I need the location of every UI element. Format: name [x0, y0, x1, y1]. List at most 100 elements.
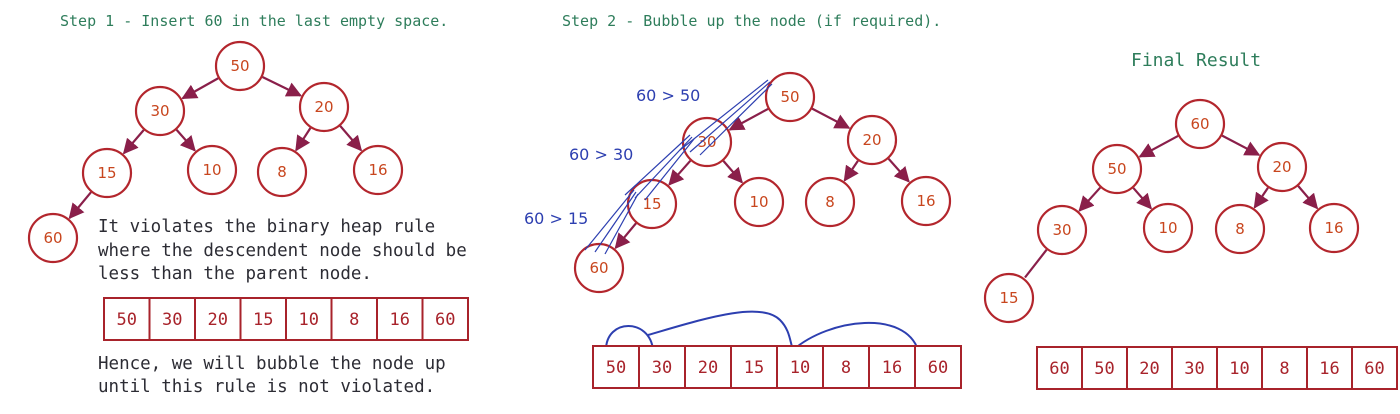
- step1-node: 16: [352, 144, 404, 196]
- final-array-cell: [1126, 346, 1173, 390]
- final-node-label: 8: [1235, 220, 1245, 238]
- final-array-value: 16: [1319, 359, 1339, 379]
- step2-array-value: 16: [882, 358, 902, 378]
- step1-array-value: 10: [299, 310, 319, 330]
- step2-node: 10: [733, 176, 785, 228]
- step2-array-value: 8: [841, 358, 851, 378]
- step1-title: Step 1 - Insert 60 in the last empty spa…: [60, 12, 448, 30]
- step1-node-label: 10: [202, 161, 221, 179]
- final-array-value: 8: [1279, 359, 1289, 379]
- final-edge-50-to-10: [1132, 187, 1153, 210]
- final-edge-60-to-50: [1138, 134, 1179, 158]
- step1-edge-20-to-8: [295, 127, 312, 152]
- step2-node-circle: [804, 176, 856, 228]
- step2-edge-20-to-8: [843, 160, 859, 182]
- step1-node: 20: [298, 81, 350, 133]
- final-array-value: 60: [1364, 359, 1384, 379]
- final-node-label: 10: [1158, 219, 1177, 237]
- step1-array-value: 50: [117, 310, 137, 330]
- step1-node-circle: [81, 147, 133, 199]
- final-array-value: 50: [1094, 359, 1114, 379]
- comparison-line-2b: [634, 136, 693, 199]
- final-node: 60: [1174, 98, 1226, 150]
- comparison-line-1: [679, 79, 769, 151]
- final-node-circle: [1214, 203, 1266, 255]
- comparison-line-3c: [604, 193, 639, 255]
- step2-array-cell: [914, 345, 962, 389]
- step1-array-cell: [421, 297, 469, 341]
- comparison-line-1c: [699, 83, 773, 156]
- step1-node-circle: [352, 144, 404, 196]
- comparison-line-3: [584, 189, 635, 251]
- final-array-value: 10: [1229, 359, 1249, 379]
- step2-node-label: 16: [916, 192, 935, 210]
- comparison-line-1b: [689, 81, 771, 153]
- comparison-label-60-gt-30: 60 > 30: [569, 145, 633, 164]
- step2-node-circle: [573, 242, 625, 294]
- step1-array-value: 8: [349, 310, 359, 330]
- step1-node: 30: [134, 85, 186, 137]
- step2-title: Step 2 - Bubble up the node (if required…: [562, 12, 941, 30]
- final-node-label: 20: [1272, 158, 1291, 176]
- step2-node: 8: [804, 176, 856, 228]
- violation-note-line-1: It violates the binary heap rule: [98, 217, 435, 237]
- final-node-label: 60: [1190, 115, 1209, 133]
- comparison-line-2c: [644, 138, 695, 201]
- step2-node-label: 30: [697, 133, 716, 151]
- step2-array-value: 60: [928, 358, 948, 378]
- step1-node-circle: [186, 144, 238, 196]
- step2-node-circle: [764, 71, 816, 123]
- final-array-cell: [1306, 346, 1353, 390]
- step1-node-label: 16: [368, 161, 387, 179]
- step2-node: 60: [573, 242, 625, 294]
- step1-node-label: 50: [230, 57, 249, 75]
- step1-array-cell: [330, 297, 378, 341]
- step1-node-circle: [27, 212, 79, 264]
- step1-edge-30-to-10: [175, 129, 196, 152]
- final-edge-20-to-8: [1253, 187, 1269, 209]
- step2-array-cell: [638, 345, 686, 389]
- step1-array-value: 30: [162, 310, 182, 330]
- step2-node: 15: [626, 178, 678, 230]
- swap-curve-30-10: [647, 310, 794, 351]
- step1-array-value: 20: [208, 310, 228, 330]
- final-array-cell: [1261, 346, 1308, 390]
- step1-array-cell: [194, 297, 242, 341]
- final-node: 15: [983, 272, 1035, 324]
- final-node-circle: [1256, 141, 1308, 193]
- step1-node: 8: [256, 146, 308, 198]
- final-array-value: 20: [1139, 359, 1159, 379]
- final-edge-50-to-30: [1078, 186, 1102, 212]
- step1-node-label: 60: [43, 229, 62, 247]
- step2-edge-50-to-20: [811, 107, 851, 129]
- violation-note-line-3: less than the parent node.: [98, 264, 372, 284]
- final-node: 8: [1214, 203, 1266, 255]
- step1-node-circle: [214, 40, 266, 92]
- step1-node-circle: [256, 146, 308, 198]
- final-node: 50: [1091, 143, 1143, 195]
- step1-array-value: 60: [435, 310, 455, 330]
- step2-array-value: 15: [744, 358, 764, 378]
- final-node-circle: [1091, 143, 1143, 195]
- final-node-circle: [1142, 202, 1194, 254]
- step2-array-value: 50: [606, 358, 626, 378]
- final-array-cell: [1036, 346, 1083, 390]
- final-node-circle: [983, 272, 1035, 324]
- step2-node-circle: [733, 176, 785, 228]
- step1-edge-20-to-16: [339, 125, 363, 152]
- final-node-label: 15: [999, 289, 1018, 307]
- final-node: 16: [1308, 202, 1360, 254]
- step1-edge-30-to-15: [122, 129, 145, 155]
- swap-curve-10-60: [792, 321, 919, 351]
- step2-edge-50-to-30: [728, 107, 769, 131]
- step2-node-label: 15: [642, 195, 661, 213]
- final-edge-60-to-20: [1221, 134, 1261, 156]
- step1-edge-50-to-30: [181, 77, 219, 100]
- step2-node: 20: [846, 114, 898, 166]
- final-node-circle: [1036, 204, 1088, 256]
- step2-node-circle: [900, 175, 952, 227]
- step2-node: 50: [764, 71, 816, 123]
